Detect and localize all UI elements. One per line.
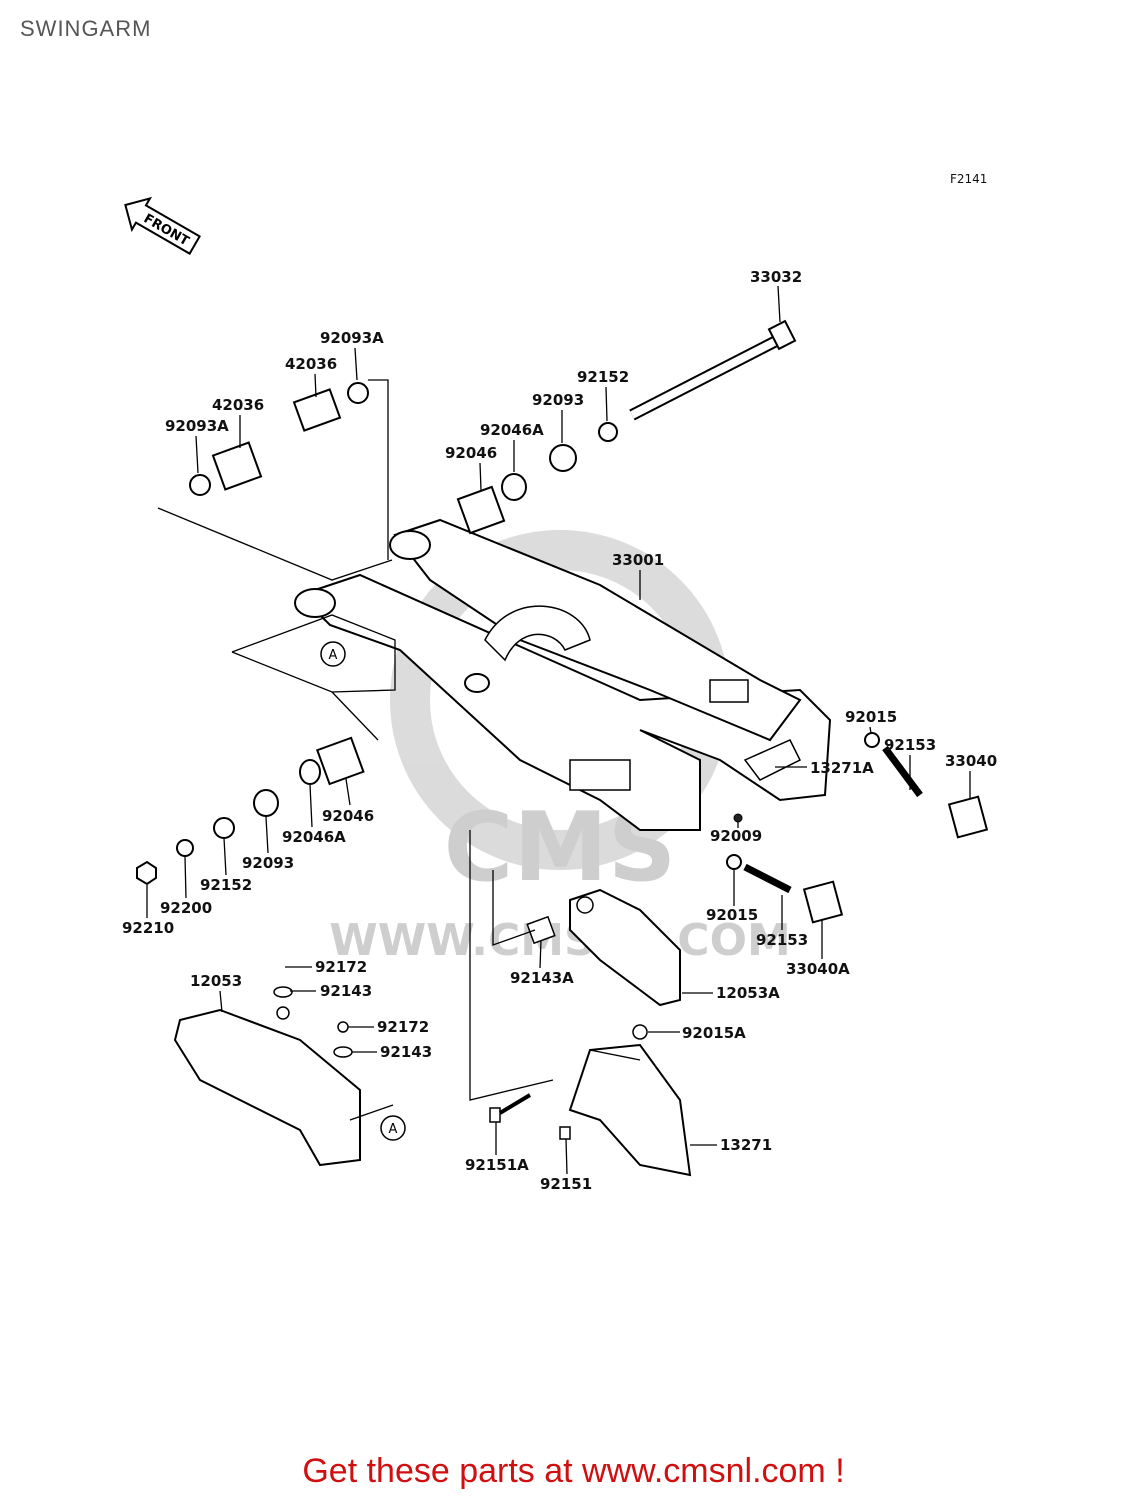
label-92152-bottom: 92152: [200, 876, 252, 894]
label-42036-left: 42036: [212, 396, 264, 414]
label-92152-top: 92152: [577, 368, 629, 386]
part-labels: 33032 92093A 42036 92152 42036 92093A 92…: [122, 268, 997, 1193]
chain-guide-12053A: [526, 888, 681, 1007]
svg-text:A: A: [329, 648, 338, 663]
label-92093-bottom: 92093: [242, 854, 294, 872]
pivot-hardware-top: [189, 382, 618, 535]
watermark: CMS WWW.CMSNL.COM: [329, 530, 791, 966]
page-title: SWINGARM: [20, 16, 152, 41]
label-92015-right: 92015: [845, 708, 897, 726]
label-92143-b: 92143: [380, 1043, 432, 1061]
label-92046A-top: 92046A: [480, 421, 544, 439]
label-92210: 92210: [122, 919, 174, 937]
label-92093-top: 92093: [532, 391, 584, 409]
pivot-hardware-bottom: [136, 736, 365, 886]
ref-marker-a1: A: [320, 641, 346, 667]
label-92009: 92009: [710, 827, 762, 845]
label-92143A: 92143A: [510, 969, 574, 987]
axle-33032: [629, 319, 797, 421]
label-12053: 12053: [190, 972, 242, 990]
label-92172-a: 92172: [315, 958, 367, 976]
label-13271: 13271: [720, 1136, 772, 1154]
label-92015-mid: 92015: [706, 906, 758, 924]
ref-marker-a2: A: [380, 1115, 406, 1141]
swingarm-diagram: CMS WWW.CMSNL.COM F2141 FRONT: [122, 172, 997, 1193]
adjusters: [726, 732, 989, 924]
label-92153-right: 92153: [884, 736, 936, 754]
label-92143-a: 92143: [320, 982, 372, 1000]
watermark-url: WWW.CMSNL.COM: [329, 915, 791, 966]
svg-text:A: A: [389, 1122, 398, 1137]
front-arrow-icon: FRONT: [124, 196, 202, 256]
label-92151: 92151: [540, 1175, 592, 1193]
label-92093A-top: 92093A: [320, 329, 384, 347]
leader-lines: [157, 379, 641, 1121]
label-92200: 92200: [160, 899, 212, 917]
label-92015A: 92015A: [682, 1024, 746, 1042]
figure-code: F2141: [950, 172, 987, 186]
swingarm-33001: [294, 518, 832, 831]
label-33032: 33032: [750, 268, 802, 286]
label-92046A-bottom: 92046A: [282, 828, 346, 846]
label-leaders: [146, 285, 971, 1175]
footer-cta-link[interactable]: Get these parts at www.cmsnl.com !: [302, 1452, 845, 1490]
label-92093A-left: 92093A: [165, 417, 229, 435]
label-92046-bottom: 92046: [322, 807, 374, 825]
label-33040: 33040: [945, 752, 997, 770]
label-42036-top: 42036: [285, 355, 337, 373]
label-92046-top: 92046: [445, 444, 497, 462]
chain-guard-13271: [489, 1024, 692, 1177]
label-33040A: 33040A: [786, 960, 850, 978]
label-92172-b: 92172: [377, 1018, 429, 1036]
label-12053A: 12053A: [716, 984, 780, 1002]
label-92153-mid: 92153: [756, 931, 808, 949]
label-92151A: 92151A: [465, 1156, 529, 1174]
chain-slider-12053: [173, 986, 361, 1167]
label-33001: 33001: [612, 551, 664, 569]
label-13271A: 13271A: [810, 759, 874, 777]
